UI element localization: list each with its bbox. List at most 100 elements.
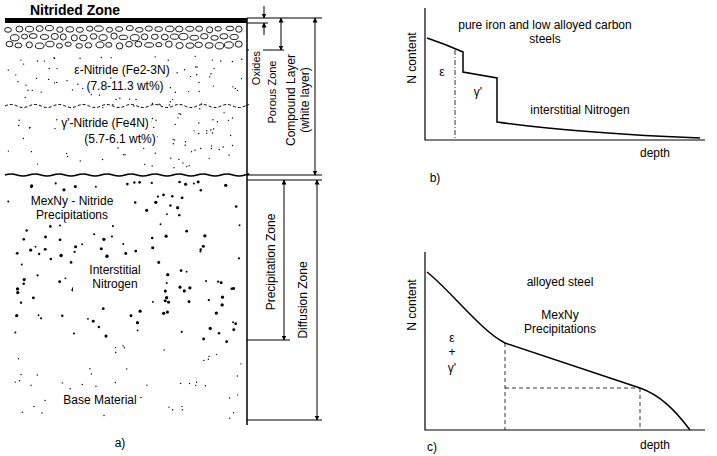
nitrogen-dot: [111, 235, 113, 237]
nitrogen-dot: [32, 296, 35, 299]
nitrogen-dot: [56, 82, 57, 83]
nitrogen-dot: [153, 127, 154, 128]
text-label: γ': [446, 361, 458, 375]
nitrogen-dot: [209, 158, 210, 159]
oxide-grain: [71, 35, 77, 41]
nitrogen-dot: [173, 167, 174, 168]
nitrogen-dot: [95, 186, 97, 188]
nitrogen-dot: [189, 383, 190, 384]
nitrogen-dot: [100, 247, 103, 250]
text-label: ε-Nitride (Fe2-3N): [72, 63, 171, 77]
nitrogen-dot: [196, 382, 197, 383]
zone-brackets: [247, 6, 322, 420]
nitrogen-dot: [168, 406, 169, 407]
nitrogen-dot: [66, 80, 67, 81]
nitrogen-dot: [240, 363, 241, 364]
nitrogen-dot: [89, 368, 90, 369]
text-label: pure iron and low alloyed carbon steels: [456, 18, 635, 46]
nitrogen-dot: [37, 274, 39, 276]
nitrogen-dot: [14, 331, 16, 333]
nitrogen-dot: [20, 374, 21, 375]
nitrogen-dot: [152, 103, 153, 104]
nitrogen-dot: [16, 291, 19, 294]
nitrogen-dot: [20, 59, 21, 60]
nitrogen-dot: [211, 145, 212, 146]
nitrogen-dot: [48, 68, 49, 69]
nitrogen-dot: [213, 128, 214, 129]
nitrogen-dot: [146, 384, 147, 385]
oxide-grain: [165, 41, 172, 47]
oxide-grain: [186, 43, 194, 49]
nitrogen-dot: [92, 320, 95, 323]
nitrogen-dot: [224, 184, 227, 187]
zone-label: N content: [405, 30, 419, 85]
oxide-grain: [22, 34, 28, 39]
nitrogen-dot: [234, 322, 237, 325]
nitrogen-dot: [178, 113, 179, 114]
nitrogen-dot: [23, 278, 26, 281]
nitrogen-dot: [186, 271, 188, 273]
nitrogen-dot: [38, 314, 40, 316]
oxide-grain: [135, 41, 142, 47]
nitrogen-dot: [151, 182, 153, 184]
nitrogen-dot: [202, 245, 205, 248]
nitrogen-dot: [44, 236, 47, 239]
nitrogen-dot: [105, 255, 108, 258]
nitrogen-dot: [220, 303, 223, 306]
nitrogen-dot: [235, 205, 238, 208]
nitrogen-dot: [235, 88, 236, 89]
nitrogen-dot: [205, 385, 206, 386]
nitrogen-dot: [170, 101, 171, 102]
oxide-grain: [136, 27, 144, 32]
oxide-grain: [230, 34, 238, 39]
nitrogen-dot: [237, 90, 238, 91]
nitrogen-dot: [200, 189, 203, 192]
oxide-grain: [156, 42, 162, 46]
dot-texture: [7, 56, 242, 419]
nitrogen-dot: [200, 248, 202, 250]
nitrogen-dot: [190, 76, 191, 77]
nitrogen-dot: [15, 381, 16, 382]
nitrogen-dot: [102, 159, 103, 160]
nitrogen-dot: [178, 181, 181, 184]
nitrogen-dot: [23, 63, 24, 64]
nitrogen-dot: [122, 345, 123, 346]
nitrogen-dot: [48, 79, 49, 80]
nitrogen-dot: [212, 119, 213, 120]
nitrogen-dot: [166, 282, 168, 284]
nitrogen-dot: [115, 352, 116, 353]
nitrogen-dot: [7, 201, 9, 203]
oxide-grain: [5, 27, 12, 32]
oxide-grain: [186, 26, 194, 31]
nitrogen-dot: [41, 91, 42, 92]
nitrogen-dot: [103, 415, 104, 416]
oxide-grain: [40, 35, 48, 40]
oxide-grain: [45, 25, 53, 30]
nitrogen-dot: [72, 89, 73, 90]
nitrogen-dot: [178, 159, 179, 160]
nitrogen-dot: [164, 290, 167, 293]
nitrogen-dot: [220, 60, 221, 61]
nitrogen-dot: [44, 60, 45, 61]
text-label: γ': [472, 85, 484, 99]
oxide-grain: [35, 43, 44, 49]
nitrogen-dot: [167, 301, 170, 304]
nitrogen-dot: [38, 253, 40, 255]
nitrogen-dot: [166, 213, 168, 215]
nitrogen-dot: [239, 224, 241, 226]
nitrogen-dot: [208, 356, 209, 357]
oxide-grain: [195, 42, 202, 47]
text-label: (5.7-6.1 wt%): [82, 132, 157, 146]
nitrogen-dot: [139, 310, 142, 313]
nitrogen-dot: [18, 120, 19, 121]
nitrogen-dot: [143, 148, 144, 149]
nitrogen-dot: [229, 417, 230, 418]
nitrogen-dot: [111, 57, 112, 58]
nitrogen-dot: [166, 273, 169, 276]
nitrogen-dot: [31, 151, 32, 152]
nitrogen-dot: [217, 281, 219, 283]
nitrogen-dot: [175, 124, 176, 125]
nitrogen-dot: [206, 132, 207, 133]
oxide-grain: [56, 43, 62, 48]
surface-bar: [5, 18, 247, 23]
